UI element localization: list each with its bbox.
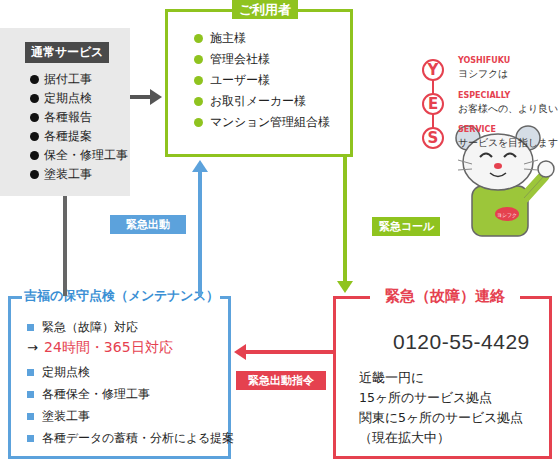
emergency-box: 緊急（故障）連絡0120-55-4429近畿一円に 15ヶ所のサービス拠点 関東…	[333, 296, 552, 459]
square-bullet	[27, 391, 34, 398]
list-item: ユーザー様	[210, 73, 270, 88]
square-bullet	[27, 369, 34, 376]
arrow-label: 緊急コール	[372, 217, 440, 236]
list-item: 定期点検	[42, 365, 90, 380]
flow-arrow	[130, 89, 162, 105]
dot-bullet	[30, 132, 39, 141]
list-item: 管理会社様	[210, 52, 270, 67]
list-item: 塗装工事	[42, 409, 90, 424]
dot-bullet	[30, 113, 39, 122]
arrow-mark: →	[27, 340, 38, 355]
text-label: ヨシフク	[496, 211, 518, 219]
dot-bullet	[30, 75, 39, 84]
square-bullet	[27, 435, 34, 442]
box-title: 吉福の保守点検（メンテナンス）	[22, 288, 220, 304]
arrow-label: 緊急出動	[110, 215, 186, 234]
box-title: 緊急（故障）連絡	[370, 287, 520, 305]
yes-circle: E	[422, 93, 444, 115]
yes-letter: Y	[424, 61, 442, 79]
text-label: YOSHIFUKU	[458, 55, 510, 66]
highlight-text: 24時間・365日対応	[44, 339, 173, 356]
panel-header: 通常サービス	[25, 42, 109, 63]
yes-circle: Y	[422, 59, 444, 81]
yes-letter: E	[424, 95, 442, 113]
dot-bullet	[30, 170, 39, 179]
flow-arrow	[234, 344, 333, 360]
header-text: 通常サービス	[25, 42, 109, 63]
list-item: 保全・修理工事	[44, 148, 128, 163]
dot-bullet	[30, 151, 39, 160]
list-item: 各種報告	[44, 110, 92, 125]
square-bullet	[27, 324, 34, 331]
body-text: 近畿一円に 15ヶ所のサービス拠点 関東に5ヶ所のサービス拠点 （現在拡大中）	[359, 368, 541, 448]
square-bullet	[27, 413, 34, 420]
list-item: 塗装工事	[44, 167, 92, 182]
dot-bullet	[194, 97, 203, 106]
service-panel: 据付工事定期点検各種報告各種提案保全・修理工事塗装工事 通常サービス	[0, 28, 130, 196]
yes-circle: S	[422, 127, 444, 149]
dot-bullet	[194, 118, 203, 127]
maintenance-box: 吉福の保守点検（メンテナンス）緊急（故障）対応→24時間・365日対応定期点検各…	[8, 296, 231, 459]
list-item: 施主様	[210, 31, 246, 46]
list-item: 緊急（故障）対応	[42, 320, 138, 335]
list-item: 据付工事	[44, 72, 92, 87]
list-item: 各種提案	[44, 129, 92, 144]
text-label: ESPECIALLY	[458, 90, 510, 101]
list-item: マンション管理組合様	[210, 115, 330, 130]
dot-bullet	[194, 34, 203, 43]
customer-box: ご利用者施主様管理会社様ユーザー様お取引メーカー様マンション管理組合様	[165, 9, 353, 157]
flow-arrow	[65, 196, 66, 296]
list-item: 各種保全・修理工事	[42, 387, 150, 402]
dot-bullet	[194, 55, 203, 64]
dot-bullet	[194, 76, 203, 85]
text-label: お客様への、より良い	[458, 102, 558, 115]
list-item: お取引メーカー様	[210, 94, 306, 109]
text-label: SERVICE	[458, 124, 496, 135]
text-label: ヨシフクは	[458, 67, 508, 80]
flow-arrow	[192, 160, 208, 296]
list-item: 各種データの蓄積・分析による提案	[42, 431, 234, 446]
arrow-label: 緊急出動指令	[236, 371, 326, 390]
box-title: ご利用者	[232, 0, 298, 19]
flow-arrow	[337, 157, 353, 293]
list-item: 定期点検	[44, 91, 92, 106]
text-label: サービスを目指します	[458, 136, 558, 149]
yes-letter: S	[424, 129, 442, 147]
dot-bullet	[30, 94, 39, 103]
phone-number: 0120-55-4429	[393, 329, 530, 355]
